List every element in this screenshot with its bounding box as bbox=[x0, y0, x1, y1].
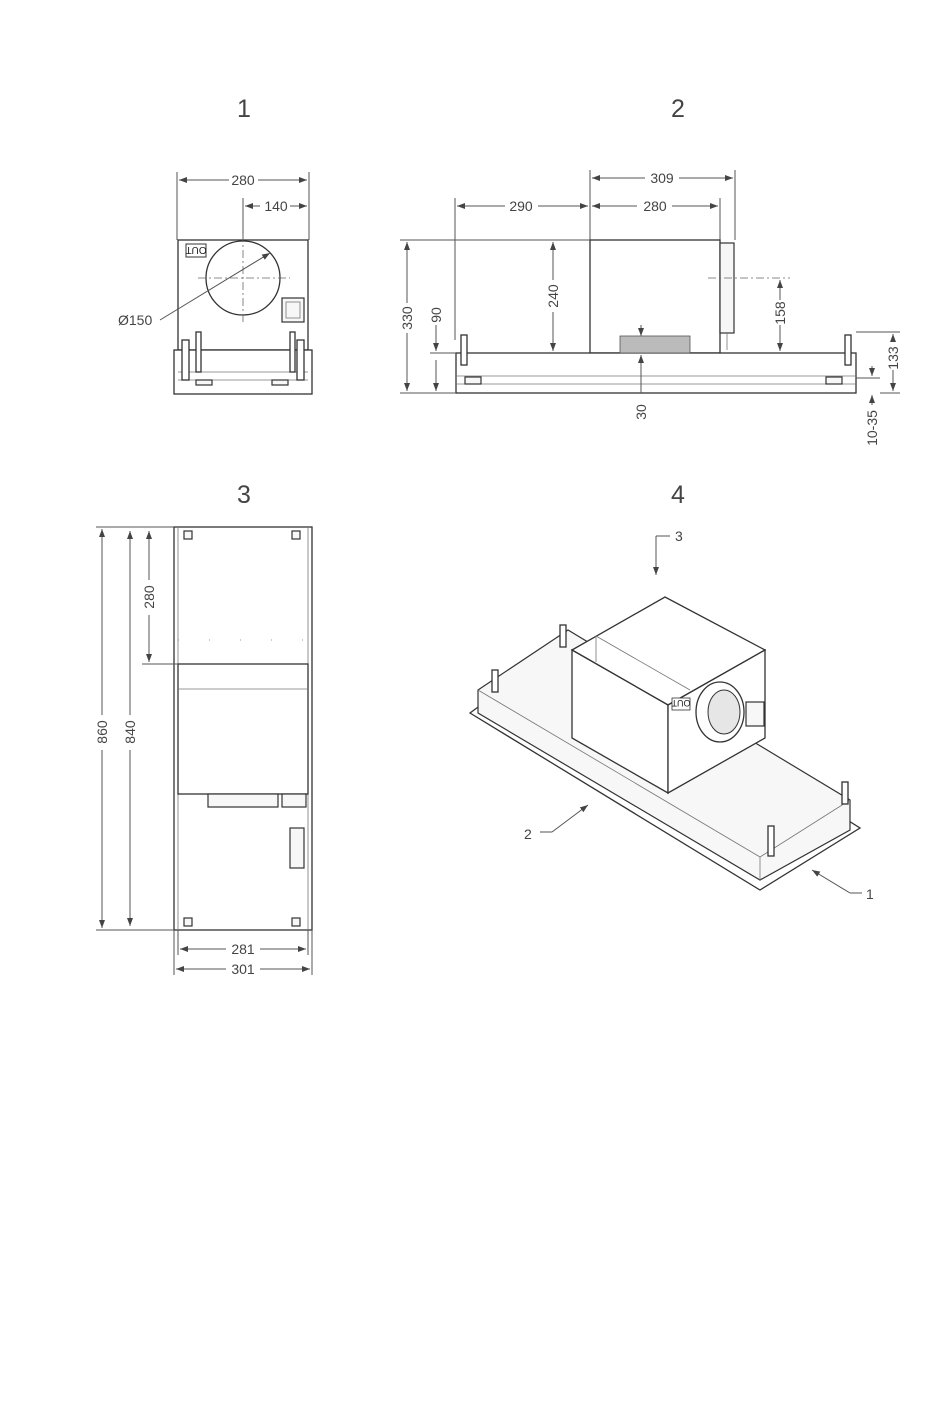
dim-total-length-860: 860 bbox=[94, 720, 110, 744]
callout-3: 3 bbox=[675, 528, 683, 544]
callout-1: 1 bbox=[866, 886, 874, 902]
dim-width-280: 280 bbox=[231, 172, 255, 188]
dim-motor-length-280: 280 bbox=[141, 585, 157, 609]
figure-1-label: 1 bbox=[237, 95, 251, 123]
out-label-iso: OUT bbox=[671, 698, 691, 708]
hood-frame-side bbox=[456, 353, 856, 393]
dim-inner-length-840: 840 bbox=[122, 720, 138, 744]
grease-filter bbox=[620, 336, 690, 353]
dim-outer-width-301: 301 bbox=[231, 961, 255, 977]
dim-bracket-height-133: 133 bbox=[885, 346, 901, 370]
dim-inner-width-281: 281 bbox=[231, 941, 255, 957]
figure-2-label: 2 bbox=[671, 95, 685, 123]
dim-duct-center-158: 158 bbox=[772, 301, 788, 325]
dim-motor-depth-309: 309 bbox=[650, 170, 674, 186]
figure-3-top-view: 3 860 840 280 281 bbox=[94, 481, 312, 977]
callout-2: 2 bbox=[524, 826, 532, 842]
dim-offset-290: 290 bbox=[509, 198, 533, 214]
dim-adjust-range-10-35: 10-35 bbox=[864, 410, 880, 446]
figure-3-label: 3 bbox=[237, 481, 251, 509]
figure-1-front-view: 1 280 140 OUT Ø150 bbox=[118, 95, 312, 394]
dim-motor-height-240: 240 bbox=[545, 284, 561, 308]
dim-half-width-140: 140 bbox=[264, 198, 288, 214]
dim-filter-gap-30: 30 bbox=[633, 404, 649, 420]
dim-frame-height-90: 90 bbox=[428, 307, 444, 323]
dim-total-height-330: 330 bbox=[399, 306, 415, 330]
figure-2-side-view: 2 309 290 280 330 bbox=[399, 95, 901, 446]
motor-housing-top bbox=[178, 664, 308, 794]
out-label: OUT bbox=[185, 244, 206, 255]
dim-diameter-150: Ø150 bbox=[118, 312, 152, 328]
dim-motor-inner-280: 280 bbox=[643, 198, 667, 214]
figure-4-label: 4 bbox=[671, 481, 685, 509]
figure-4-isometric-view: 4 OUT 3 2 1 bbox=[470, 481, 874, 902]
